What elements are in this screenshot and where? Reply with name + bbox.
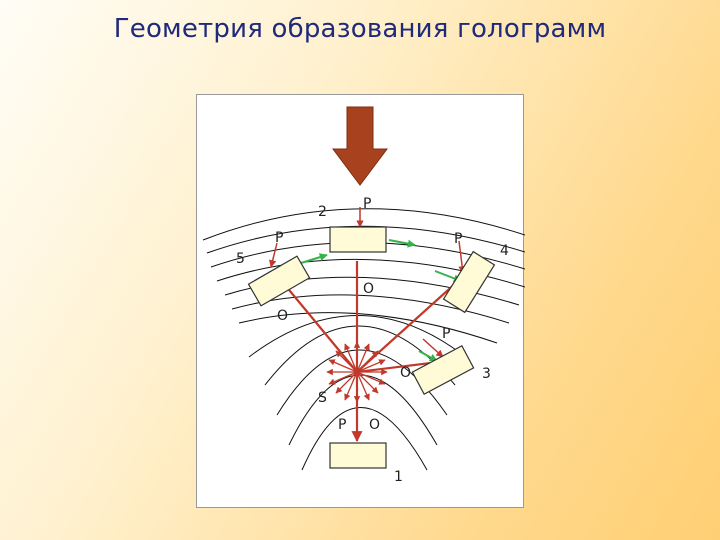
diagram-canvas: 2 P P 5 P 4 O O P O 3 S P O 1 [202, 106, 525, 485]
fringe-12 [301, 407, 428, 471]
label-P-plate-4: P [454, 231, 462, 247]
green-arrow-plate-3 [418, 350, 438, 362]
hologram-geometry-diagram: 2 P P 5 P 4 O O P O 3 S P O 1 [196, 94, 525, 508]
incident-light-arrow [332, 106, 388, 186]
label-O-plate-3: O [400, 365, 411, 381]
beam-to-plate-5 [284, 284, 358, 373]
ref-arrow-plate-5 [268, 242, 278, 268]
diagram-labels: 2 P P 5 P 4 O O P O 3 S P O 1 [236, 196, 509, 485]
fringe-7 [238, 312, 498, 344]
label-P-plate-3: P [442, 326, 450, 342]
green-arrow-plate-2 [388, 239, 416, 248]
plate-5 [247, 255, 311, 307]
label-plate-4: 4 [500, 243, 509, 259]
holographic-plates [247, 226, 496, 469]
ref-arrow-plate-4 [458, 240, 466, 274]
plate-2 [329, 226, 387, 253]
label-plate-1: 1 [394, 469, 403, 485]
plate-4 [442, 250, 496, 314]
ref-arrow-plate-3 [422, 338, 444, 358]
plate-3 [411, 345, 475, 395]
label-P-plate-5: P [275, 230, 283, 246]
label-O-plate-2: O [363, 281, 374, 297]
label-P-plate-2: P [363, 196, 371, 212]
label-source-S: S [318, 390, 327, 406]
slide-title: Геометрия образования голограмм [113, 14, 607, 44]
source-starburst [326, 341, 388, 403]
label-O-plate-1: O [369, 417, 380, 433]
reference-beams [268, 207, 466, 358]
green-arrow-plate-5 [300, 253, 328, 264]
label-P-plate-1: P [338, 417, 346, 433]
label-plate-3: 3 [482, 366, 491, 382]
label-O-plate-5: O [277, 308, 288, 324]
label-plate-2: 2 [318, 204, 327, 220]
object-beams [284, 261, 468, 443]
plate-1 [329, 442, 387, 469]
label-plate-5: 5 [236, 251, 245, 267]
